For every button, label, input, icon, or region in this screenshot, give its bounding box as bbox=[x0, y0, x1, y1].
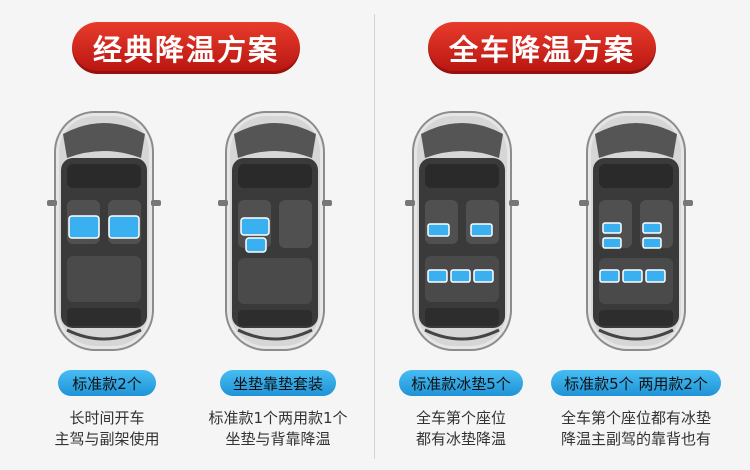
seat-back-pad bbox=[602, 237, 622, 249]
car-top-view-standard-5 bbox=[403, 108, 521, 354]
seat-cushion-pad bbox=[599, 269, 620, 283]
option-label-standard-2[interactable]: 标准款2个 bbox=[58, 370, 156, 396]
section-divider bbox=[374, 14, 375, 459]
description-line: 降温主副驾的靠背也有 bbox=[560, 430, 712, 448]
option-description: 全车第个座位都有冰垫 降温主副驾的靠背也有 bbox=[561, 408, 711, 450]
seat-cushion-pad bbox=[622, 269, 643, 283]
seat-cushion-pad bbox=[450, 269, 471, 283]
car-top-view-standard-5-plus-2 bbox=[577, 108, 695, 354]
car-body bbox=[405, 111, 519, 351]
car-body bbox=[218, 111, 332, 351]
car-top-view-standard-2 bbox=[45, 108, 163, 354]
car-top-view-cushion-set bbox=[216, 108, 334, 354]
description-line: 全车第个座位都有冰垫 bbox=[560, 409, 712, 427]
car-body bbox=[579, 111, 693, 351]
option-label-cushion-set[interactable]: 坐垫靠垫套装 bbox=[220, 370, 336, 396]
seat-cushion-pad bbox=[108, 215, 140, 239]
seat-cushion-pad bbox=[645, 269, 666, 283]
description-line: 全车第个座位 bbox=[415, 409, 507, 427]
description-line: 都有冰垫降温 bbox=[415, 430, 507, 448]
option-label-standard-5-plus-2[interactable]: 标准款5个 两用款2个 bbox=[551, 370, 721, 396]
seat-cushion-pad bbox=[68, 215, 100, 239]
option-description: 全车第个座位 都有冰垫降温 bbox=[416, 408, 506, 450]
option-label-standard-5[interactable]: 标准款冰垫5个 bbox=[399, 370, 523, 396]
description-line: 主驾与副架使用 bbox=[54, 430, 160, 448]
seat-cushion-pad bbox=[240, 217, 270, 236]
seat-cushion-pad bbox=[642, 222, 662, 234]
seat-cushion-pad bbox=[470, 223, 493, 237]
description-line: 标准款1个两用款1个 bbox=[208, 409, 348, 427]
option-description: 长时间开车 主驾与副架使用 bbox=[54, 408, 159, 450]
seat-back-pad bbox=[642, 237, 662, 249]
classic-cooling-banner: 经典降温方案 bbox=[72, 22, 300, 74]
seat-cushion-pad bbox=[427, 223, 450, 237]
description-line: 坐垫与背靠降温 bbox=[225, 430, 331, 448]
seat-cushion-pad bbox=[427, 269, 448, 283]
seat-cushion-pad bbox=[602, 222, 622, 234]
seat-back-pad bbox=[245, 237, 267, 253]
car-body bbox=[47, 111, 161, 351]
option-description: 标准款1个两用款1个 坐垫与背靠降温 bbox=[208, 408, 347, 450]
description-line: 长时间开车 bbox=[69, 409, 145, 427]
full-car-cooling-banner: 全车降温方案 bbox=[428, 22, 656, 74]
seat-cushion-pad bbox=[473, 269, 494, 283]
